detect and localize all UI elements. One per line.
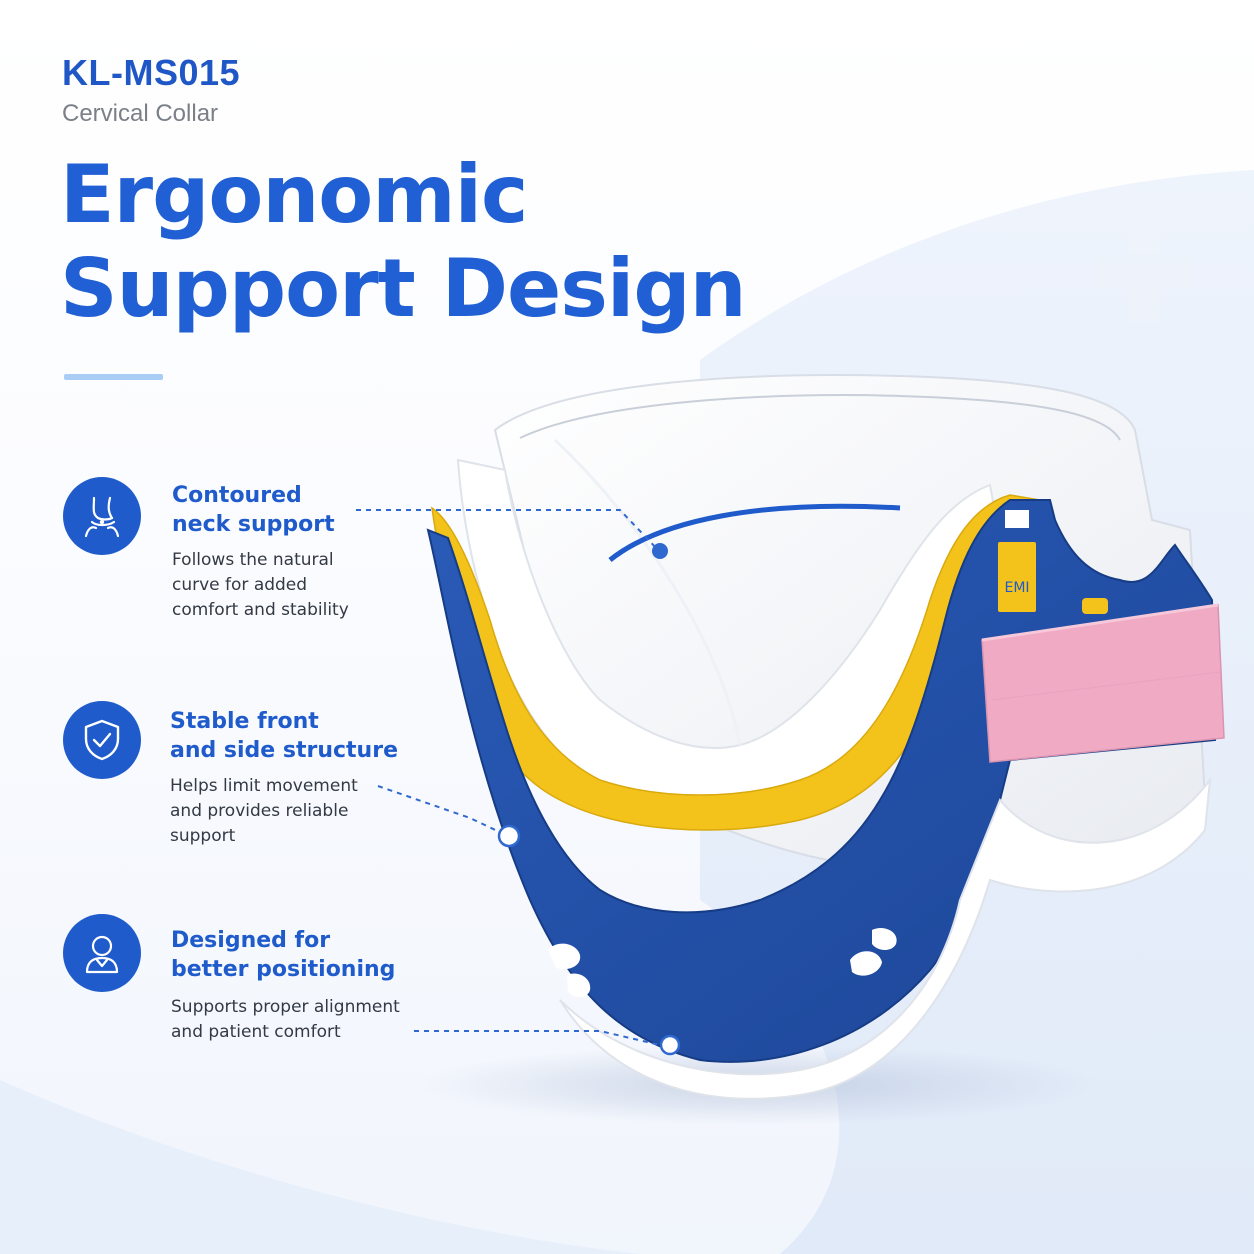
callout-line-stable xyxy=(377,785,509,837)
emi-label: EMI xyxy=(1004,580,1029,596)
model-number: KL-MS015 xyxy=(62,52,241,93)
title-divider xyxy=(64,374,163,380)
collar-slot xyxy=(872,927,897,950)
feature-title-positioning: Designed for better positioning xyxy=(171,928,396,982)
callout-dot-contoured xyxy=(652,543,668,559)
collar-base xyxy=(559,776,1212,1100)
callout-line-contoured xyxy=(356,509,659,551)
feature-desc-contoured: Follows the natural curve for added comf… xyxy=(172,550,349,620)
collar-slot xyxy=(567,973,591,998)
neck-icon xyxy=(63,477,141,555)
callout-line-positioning xyxy=(414,1030,661,1046)
emi-tag xyxy=(998,542,1036,612)
feature-title-contoured: Contoured neck support xyxy=(172,483,335,537)
collar-slot xyxy=(548,943,581,970)
callout-lines xyxy=(356,509,661,1046)
title-line-2: Support Design xyxy=(60,242,747,335)
collar-slot xyxy=(850,951,882,976)
medical-cross-icon xyxy=(1095,222,1195,322)
shield-check-icon xyxy=(63,701,141,779)
person-icon xyxy=(63,914,141,992)
feature-desc-positioning: Supports proper alignment and patient co… xyxy=(171,997,400,1042)
velcro-strap xyxy=(981,603,1225,763)
product-name: Cervical Collar xyxy=(62,100,219,127)
collar-inner-ring xyxy=(608,503,901,562)
callout-dot-stable xyxy=(497,824,521,848)
title-line-1: Ergonomic xyxy=(60,148,528,241)
callout-dot-positioning xyxy=(659,1034,681,1056)
page-title: Ergonomic Support Design xyxy=(60,148,747,336)
feature-desc-stable: Helps limit movement and provides reliab… xyxy=(170,776,358,846)
feature-title-stable: Stable front and side structure xyxy=(170,709,398,763)
